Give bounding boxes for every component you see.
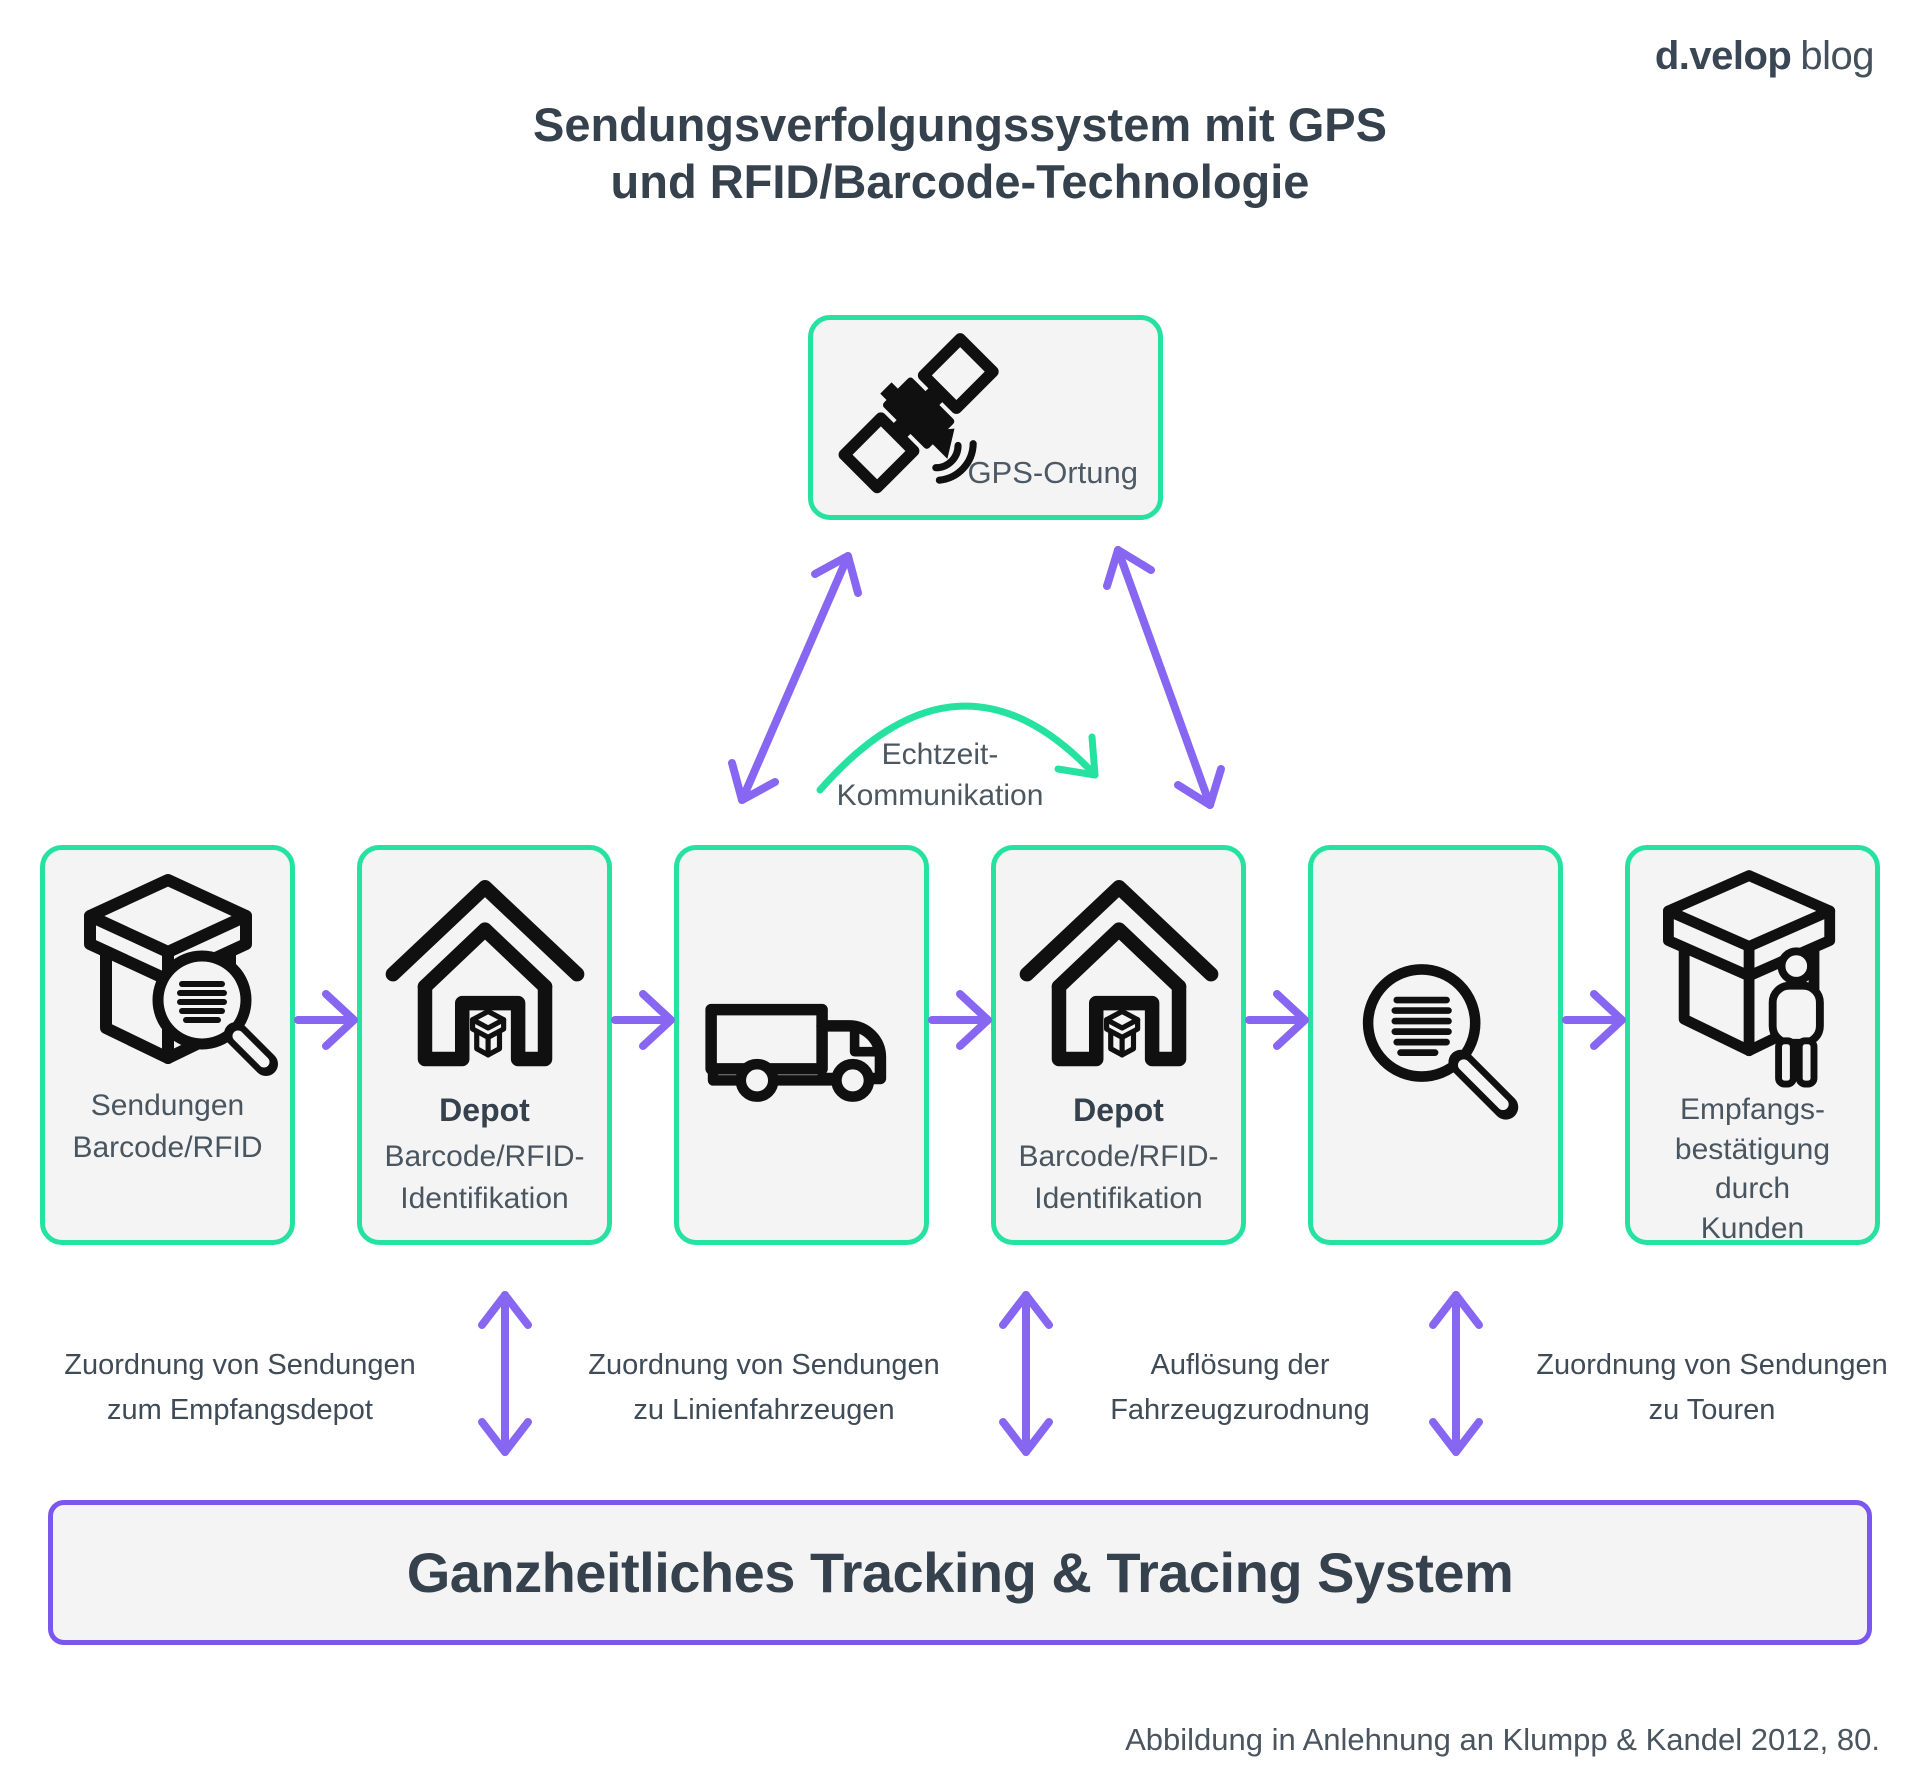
page-title-line2: und RFID/Barcode-Technologie [610, 155, 1310, 209]
mapping-label-line: Auflösung der [1150, 1349, 1330, 1381]
attribution-text: Abbildung in Anlehnung an Klumpp & Kande… [1125, 1722, 1880, 1757]
box-label: Empfangs- bestätigung durch Kunden [1630, 1090, 1875, 1274]
barcode-magnifier-icon [1313, 850, 1558, 1240]
process-box-depot-1: Depot Barcode/RFID- Identifikation [357, 845, 612, 1245]
box-label: Depot Barcode/RFID- Identifikation [1010, 1088, 1226, 1255]
mapping-label-line: zu Linienfahrzeugen [633, 1393, 895, 1426]
box-label-line: Identifikation [1034, 1181, 1203, 1215]
gps-box-label: GPS-Ortung [967, 455, 1138, 490]
mapping-label-line: Zuordnung von Sendungen [1536, 1349, 1888, 1381]
process-box-transport [674, 845, 929, 1245]
logo-suffix: blog [1800, 34, 1874, 78]
satellite-icon [829, 328, 1007, 511]
mapping-label-line: zu Touren [1648, 1393, 1776, 1426]
box-title: Depot [439, 1092, 530, 1128]
package-customer-icon [1630, 850, 1875, 1090]
arrow-box3-box4 [928, 990, 992, 1050]
box-label-line: Empfangs- [1679, 1093, 1826, 1126]
logo-brand: d.velop [1654, 34, 1792, 78]
arrow-box4-box5 [1245, 990, 1309, 1050]
truck-icon [679, 850, 924, 1240]
mapping-label-fahrzeugzuordnung: Auflösung der Fahrzeugzurodnung [1040, 1343, 1440, 1433]
arrow-box5-box6 [1562, 990, 1626, 1050]
box-label-line: Barcode/RFID- [384, 1140, 585, 1174]
box-label-line: Barcode/RFID [72, 1130, 263, 1164]
gps-box: GPS-Ortung [808, 315, 1163, 520]
arrow-gps-depot2 [1103, 546, 1225, 809]
box-label-line: Kunden [1700, 1211, 1805, 1245]
process-box-sendungen: Sendungen Barcode/RFID [40, 845, 295, 1245]
mapping-label-line: zum Empfangsdepot [107, 1393, 373, 1426]
box-label: Sendungen Barcode/RFID [64, 1085, 270, 1240]
process-box-depot-2: Depot Barcode/RFID- Identifikation [991, 845, 1246, 1245]
tracking-tracing-system-bar: Ganzheitliches Tracking & Tracing System [48, 1500, 1872, 1645]
box-title: Depot [1073, 1092, 1164, 1128]
process-box-scan [1308, 845, 1563, 1245]
mapping-label-linienfahrzeuge: Zuordnung von Sendungen zu Linienfahrzeu… [564, 1343, 964, 1433]
box-label: Depot Barcode/RFID- Identifikation [376, 1088, 592, 1255]
depot-house-icon [996, 850, 1241, 1088]
mapping-label-empfangsdepot: Zuordnung von Sendungen zum Empfangsdepo… [40, 1343, 440, 1433]
realtime-communication-label: Echtzeit- Kommunikation [790, 735, 1090, 816]
box-label-line: Sendungen [90, 1089, 245, 1123]
mapping-label-line: Zuordnung von Sendungen [64, 1349, 416, 1381]
mapping-label-line: Zuordnung von Sendungen [588, 1349, 940, 1381]
mapping-label-line: Fahrzeugzurodnung [1110, 1393, 1370, 1426]
mapping-label-touren: Zuordnung von Sendungen zu Touren [1512, 1343, 1912, 1433]
process-box-empfang: Empfangs- bestätigung durch Kunden [1625, 845, 1880, 1245]
box-label-line: bestätigung durch [1674, 1132, 1831, 1206]
package-barcode-magnifier-icon [45, 850, 290, 1085]
arrow-box1-box2 [294, 990, 358, 1050]
realtime-label-line2: Kommunikation [836, 778, 1044, 812]
page-title-line1: Sendungsverfolgungssystem mit GPS [532, 98, 1387, 151]
tracking-tracing-system-label: Ganzheitliches Tracking & Tracing System [406, 1541, 1514, 1604]
box-label-line: Barcode/RFID- [1018, 1140, 1219, 1174]
arrow-vertical-1 [478, 1291, 532, 1456]
depot-house-icon [362, 850, 607, 1088]
realtime-label-line1: Echtzeit- [881, 738, 999, 771]
arrow-box2-box3 [611, 990, 675, 1050]
page-title: Sendungsverfolgungssystem mit GPS und RF… [0, 96, 1920, 211]
box-label-line: Identifikation [400, 1181, 569, 1215]
